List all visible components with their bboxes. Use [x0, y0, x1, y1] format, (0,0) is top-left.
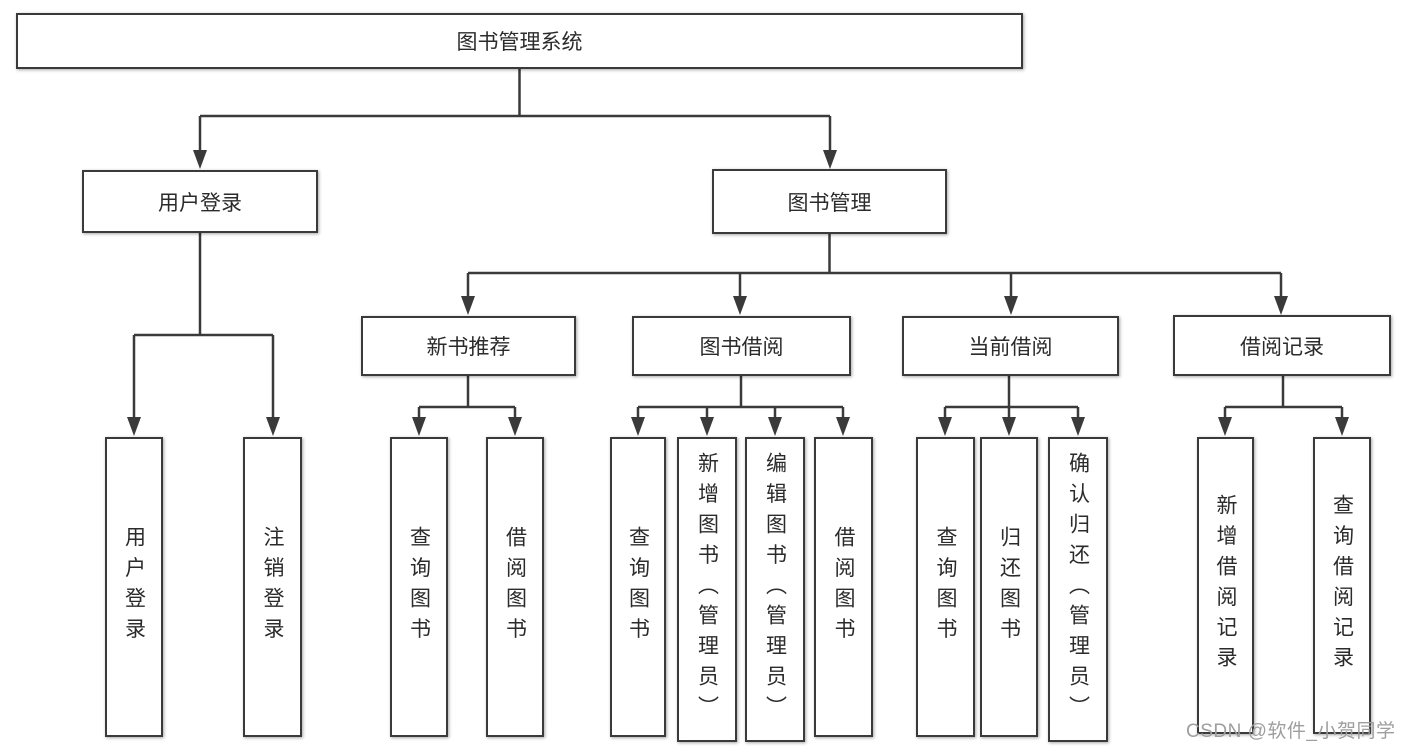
node-label: 查询图书 [626, 526, 650, 648]
node-user-login-module: 用户登录 [82, 170, 318, 233]
leaf-query-borrow-record: 查询借阅记录 [1313, 437, 1371, 734]
node-label: 确认归还（管理员） [1066, 452, 1090, 727]
node-root-system: 图书管理系统 [16, 13, 1023, 69]
node-current-borrow: 当前借阅 [902, 316, 1119, 376]
csdn-watermark: CSDN @软件_小贺同学 [1186, 721, 1396, 742]
leaf-add-borrow-record: 新增借阅记录 [1197, 437, 1254, 734]
node-label: 查询图书 [934, 526, 957, 648]
node-label: 查询图书 [407, 526, 431, 648]
node-label: 新增借阅记录 [1214, 494, 1237, 677]
node-new-book-recommend: 新书推荐 [361, 316, 576, 376]
leaf-logout: 注销登录 [243, 437, 302, 737]
node-label: 用户登录 [122, 526, 146, 648]
node-book-borrow: 图书借阅 [632, 316, 851, 376]
node-label: 借阅图书 [503, 526, 527, 648]
arrowheads [127, 150, 1349, 436]
node-label: 注销登录 [261, 526, 284, 648]
leaf-return-books: 归还图书 [980, 437, 1038, 737]
node-label: 编辑图书（管理员） [763, 452, 787, 727]
leaf-query-books-borrow: 查询图书 [610, 437, 666, 737]
node-book-management: 图书管理 [712, 169, 947, 234]
leaf-query-books-recommend: 查询图书 [390, 437, 448, 737]
leaf-borrow-books: 借阅图书 [814, 437, 873, 737]
node-label: 新增图书（管理员） [695, 452, 719, 727]
leaf-confirm-return-admin: 确认归还（管理员） [1048, 437, 1108, 742]
node-label: 借阅图书 [832, 526, 855, 648]
node-label: 查询借阅记录 [1330, 494, 1354, 677]
node-label: 图书管理 [787, 191, 872, 215]
node-borrow-records: 借阅记录 [1173, 315, 1391, 376]
node-label: 图书借阅 [699, 336, 784, 359]
node-label: 用户登录 [158, 191, 242, 215]
leaf-user-login: 用户登录 [105, 437, 163, 737]
node-label: 图书管理系统 [456, 31, 583, 54]
node-label: 当前借阅 [968, 336, 1053, 359]
leaf-borrow-books-recommend: 借阅图书 [486, 437, 544, 737]
node-label: 新书推荐 [426, 336, 511, 359]
leaf-edit-books-admin: 编辑图书（管理员） [745, 437, 805, 742]
node-label: 归还图书 [997, 526, 1021, 648]
leaf-add-books-admin: 新增图书（管理员） [677, 437, 737, 742]
node-label: 借阅记录 [1240, 335, 1324, 359]
leaf-query-books-current: 查询图书 [916, 437, 975, 737]
